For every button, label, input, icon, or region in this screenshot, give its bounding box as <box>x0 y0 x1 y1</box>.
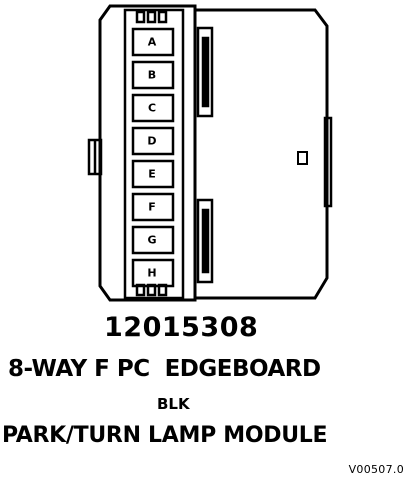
pin-label: A <box>148 36 157 49</box>
pin-slot <box>131 258 175 288</box>
pin-slot <box>131 60 175 90</box>
pin-label: E <box>148 168 156 181</box>
right-latch <box>323 116 333 208</box>
pin-slot <box>131 27 175 57</box>
pin-slot <box>131 126 175 156</box>
pin-label: G <box>147 234 156 247</box>
pin-label: C <box>148 102 156 115</box>
connector-function: PARK/TURN LAMP MODULE <box>2 423 328 448</box>
pin-slot <box>131 93 175 123</box>
pin-slot <box>131 192 175 222</box>
pin-slot <box>131 159 175 189</box>
pin-label: F <box>148 201 156 214</box>
pin-label: D <box>147 135 156 148</box>
top-latch-teeth <box>135 10 168 24</box>
part-number: 12015308 <box>104 312 259 343</box>
pin-slot <box>131 225 175 255</box>
pin-slots <box>131 27 175 288</box>
pin-label: B <box>148 69 156 82</box>
pin-cavity-outline <box>123 8 185 300</box>
connector-description: 8-WAY F PC EDGEBOARD <box>8 356 321 382</box>
left-mounting-tab <box>87 138 103 176</box>
reference-code: V00507.0 <box>348 463 404 476</box>
connector-color: BLK <box>157 395 190 413</box>
pin-label: H <box>147 267 156 280</box>
upper-lock-rail <box>196 26 214 118</box>
connector-diagram: ABCDEFGHD <box>87 4 333 302</box>
cavity-d-marker-box <box>297 151 308 165</box>
lower-lock-rail <box>196 198 214 284</box>
